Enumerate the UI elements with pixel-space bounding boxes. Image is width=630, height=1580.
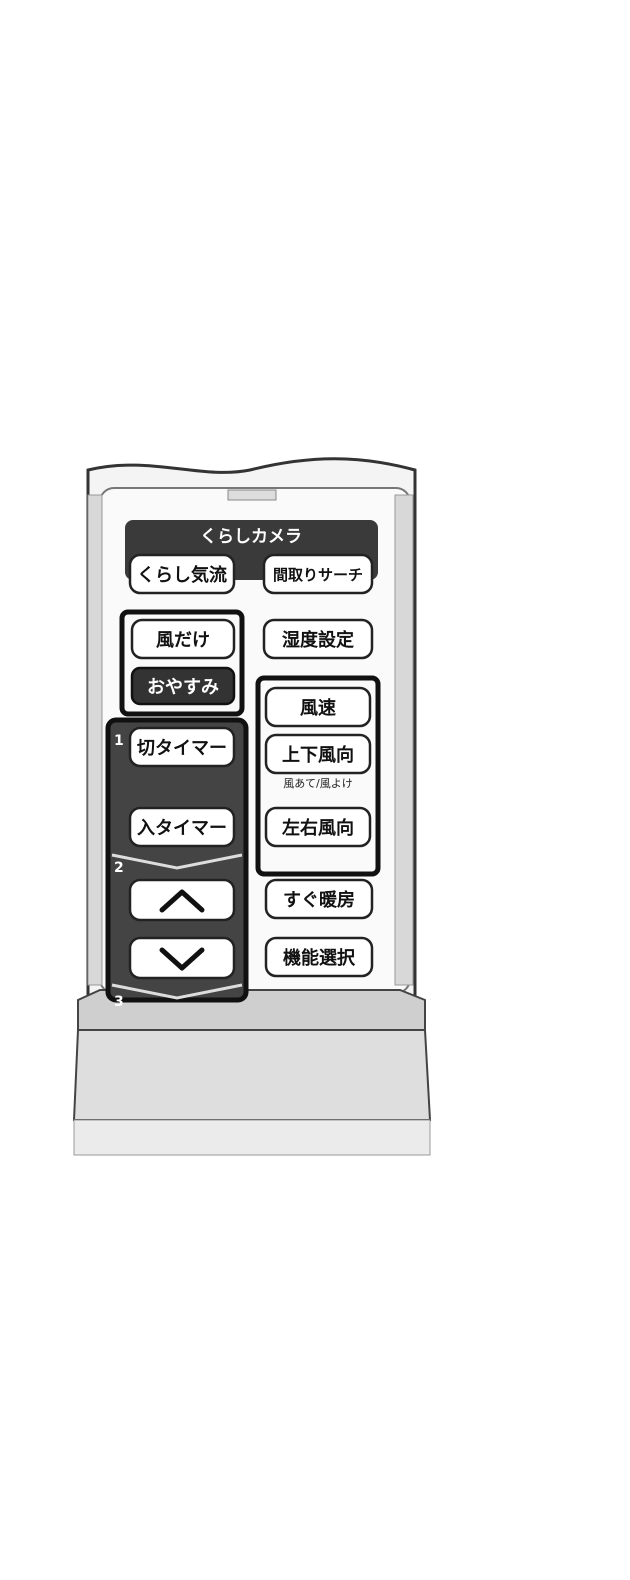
camera-header-label: くらしカメラ xyxy=(200,527,302,547)
oyasumi-button[interactable]: おやすみ xyxy=(130,666,236,706)
sayuu-fuukou-button[interactable]: 左右風向 xyxy=(264,806,372,848)
left-group-timer xyxy=(105,717,249,1003)
iri-timer-button[interactable]: 入タイマー xyxy=(128,806,236,848)
svg-text:おやすみ: おやすみ xyxy=(147,677,219,698)
kiri-timer-button[interactable]: 切タイマー xyxy=(128,726,236,768)
sugu-danbou-button[interactable]: すぐ暖房 xyxy=(264,878,374,920)
jouge-fuukou-button[interactable]: 上下風向 xyxy=(264,733,372,775)
chevron-up-icon xyxy=(159,889,205,913)
svg-text:左右風向: 左右風向 xyxy=(282,817,354,839)
svg-text:上下風向: 上下風向 xyxy=(282,744,354,766)
svg-text:間取りサーチ: 間取りサーチ xyxy=(273,566,363,584)
group-number-1: 1 xyxy=(114,733,124,749)
svg-text:湿度設定: 湿度設定 xyxy=(282,629,354,651)
kurashi-kiryu-button[interactable]: くらし気流 xyxy=(128,553,236,595)
separator-chevron-2 xyxy=(111,983,243,1000)
up-button[interactable] xyxy=(128,878,236,922)
kaze-dake-button[interactable]: 風だけ xyxy=(130,618,236,660)
left-group-kaze xyxy=(119,609,245,717)
chevron-down-icon xyxy=(159,947,205,971)
svg-text:風速: 風速 xyxy=(300,697,336,719)
right-group-fan xyxy=(255,675,381,877)
madori-search-button[interactable]: 間取りサーチ xyxy=(262,553,374,595)
svg-text:機能選択: 機能選択 xyxy=(283,947,356,969)
kaze-ate-label: 風あて/風よけ xyxy=(283,777,353,790)
shitsudo-settei-button[interactable]: 湿度設定 xyxy=(262,618,374,660)
down-button[interactable] xyxy=(128,936,236,980)
svg-text:切タイマー: 切タイマー xyxy=(137,738,227,759)
fuusoku-button[interactable]: 風速 xyxy=(264,686,372,728)
svg-text:すぐ暖房: すぐ暖房 xyxy=(283,889,355,911)
group-number-3: 3 xyxy=(114,994,124,1010)
svg-text:風だけ: 風だけ xyxy=(156,630,210,651)
group-number-2: 2 xyxy=(114,860,124,876)
kinou-sentaku-button[interactable]: 機能選択 xyxy=(264,936,374,978)
separator-chevron-1 xyxy=(111,853,243,870)
svg-text:入タイマー: 入タイマー xyxy=(137,818,227,839)
svg-text:くらし気流: くらし気流 xyxy=(137,564,227,586)
